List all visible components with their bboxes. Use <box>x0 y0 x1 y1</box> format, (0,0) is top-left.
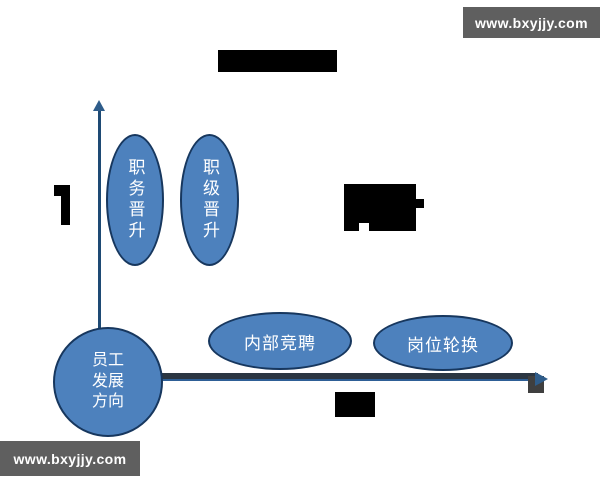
node-label-line: 发展 <box>91 372 124 390</box>
y-axis-line <box>98 110 101 340</box>
node-duty-promotion: 职务晋升 <box>106 134 164 266</box>
node-label: 职级晋升 <box>200 158 219 242</box>
watermark-top-right: www.bxyjjy.com <box>463 7 600 38</box>
watermark-bottom-left: www.bxyjjy.com <box>0 441 140 476</box>
y-axis-label-glyph-block <box>61 185 70 225</box>
center-label-glyph-notch <box>359 223 369 232</box>
x-axis-label-glyph-block <box>335 392 375 417</box>
y-axis-label-glyph-block <box>54 185 62 196</box>
watermark-text: www.bxyjjy.com <box>475 14 588 31</box>
node-label: 岗位轮换 <box>407 335 479 355</box>
node-label: 职务晋升 <box>125 158 145 242</box>
node-label: 内部竞聘 <box>244 333 316 353</box>
x-axis-line <box>160 373 538 381</box>
node-label-line: 员工 <box>91 351 124 369</box>
center-label-glyph-block <box>416 199 424 208</box>
node-label-line: 方向 <box>91 393 124 411</box>
title-unrendered-glyph-block <box>218 50 337 72</box>
watermark-text: www.bxyjjy.com <box>13 450 127 467</box>
center-label-glyph-block <box>344 184 416 231</box>
y-axis-arrow-icon <box>93 100 105 111</box>
node-internal-competition: 内部竞聘 <box>208 312 352 370</box>
x-axis-arrow-icon <box>535 372 548 386</box>
node-rank-promotion: 职级晋升 <box>180 134 239 266</box>
node-job-rotation: 岗位轮换 <box>373 315 513 371</box>
node-employee-development-direction: 员工 发展 方向 <box>53 327 163 437</box>
node-label: 员工 发展 方向 <box>92 351 124 413</box>
